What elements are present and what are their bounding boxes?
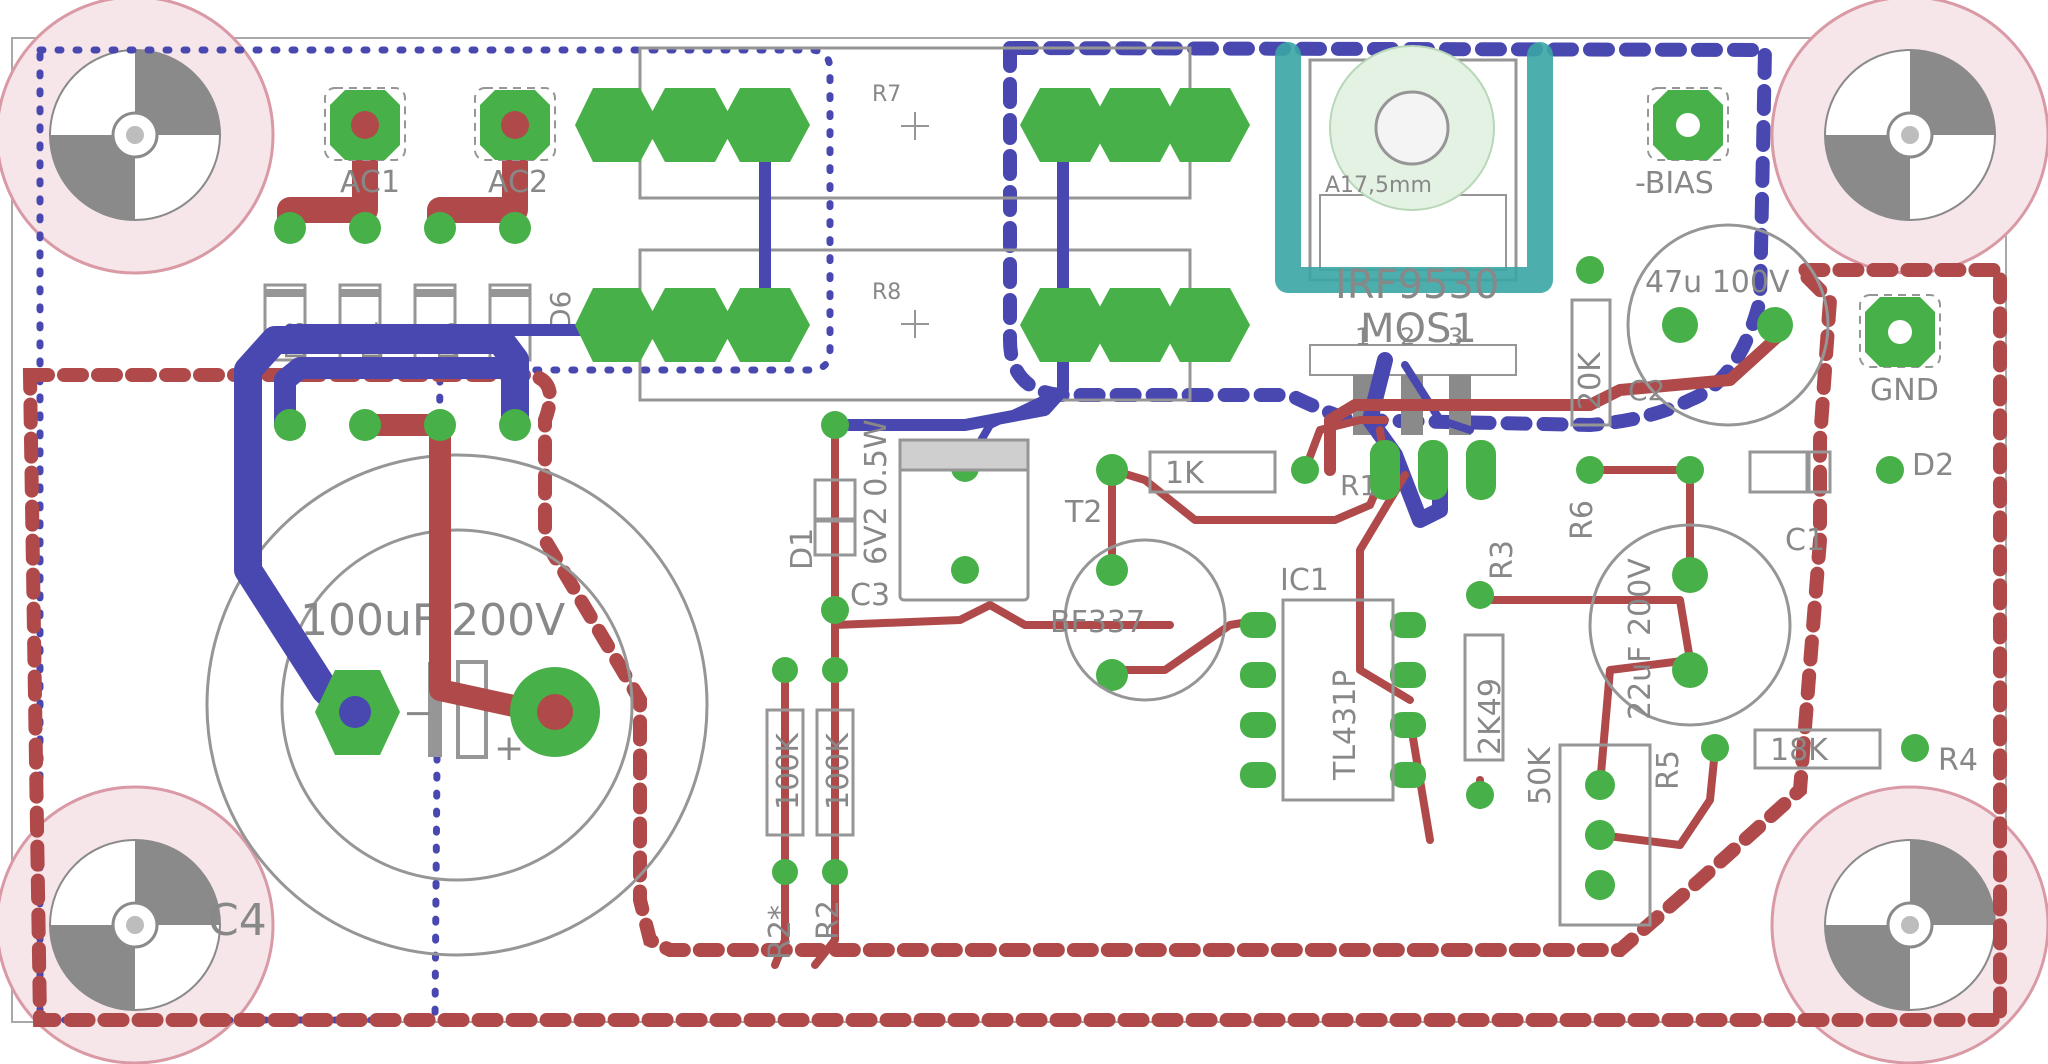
r5-value-label: 50K bbox=[1523, 746, 1558, 805]
mount-hole-bottom-right bbox=[1770, 785, 2048, 1064]
component-silkscreen bbox=[765, 223, 1882, 927]
mount-hole-top-right bbox=[1770, 0, 2048, 275]
r3-value-label: 2K49 bbox=[1473, 678, 1508, 755]
heatsink-label: A17,5mm bbox=[1325, 173, 1432, 198]
ic1-part-label: TL431P bbox=[1328, 670, 1363, 781]
r2b-value-label: 100K bbox=[821, 732, 856, 810]
d6-label: D6 bbox=[544, 291, 577, 330]
c2-label: C2 bbox=[1628, 374, 1665, 407]
r2-value-label: 100K bbox=[771, 732, 806, 810]
mount-hole-top-left bbox=[0, 0, 275, 275]
pin2-label: 2 bbox=[1400, 323, 1415, 351]
d2-label: D2 bbox=[1912, 448, 1954, 483]
r6-value-label: 20K bbox=[1573, 351, 1608, 410]
heatsink-outline bbox=[1275, 42, 1553, 293]
pin3-label: 3 bbox=[1448, 323, 1463, 351]
gnd-label: GND bbox=[1870, 373, 1939, 408]
r4-value-label: 18K bbox=[1770, 733, 1829, 768]
r5-label: R5 bbox=[1651, 750, 1686, 790]
top-copper-pour-outline bbox=[22, 263, 2007, 1027]
mount-hole-bottom-left bbox=[0, 785, 275, 1064]
d1-value-label: 6V2 0.5W bbox=[859, 419, 894, 565]
t2-part-label: BF337 bbox=[1050, 605, 1145, 640]
capacitor-c4: 100uF 200V C4 − + bbox=[205, 453, 709, 957]
r6-label: R6 bbox=[1565, 500, 1600, 540]
svg-text:−: − bbox=[403, 693, 433, 734]
r1-label: R1 bbox=[1340, 469, 1377, 502]
c1-value-label: 22uF 200V bbox=[1623, 558, 1658, 720]
c1-label: C1 bbox=[1785, 523, 1825, 558]
r2star-label: R2* bbox=[763, 905, 798, 960]
r7-label: R7 bbox=[872, 82, 901, 107]
r1-value-label: 1K bbox=[1165, 456, 1205, 491]
bottom-copper-pour-outline bbox=[36, 46, 834, 1024]
t2-label: T2 bbox=[1064, 495, 1102, 530]
r3-label: R3 bbox=[1485, 540, 1520, 580]
ac2-label: AC2 bbox=[488, 165, 548, 200]
c3-label: C3 bbox=[850, 578, 890, 613]
c2-value-label: 47u 100V bbox=[1645, 265, 1790, 300]
bias-label: -BIAS bbox=[1635, 166, 1714, 201]
mos-part-label: IRF9530 bbox=[1335, 262, 1499, 308]
pin1-label: 1 bbox=[1355, 323, 1370, 351]
ac1-label: AC1 bbox=[340, 165, 400, 200]
ic1-label: IC1 bbox=[1280, 563, 1329, 598]
r2-label: R2 bbox=[811, 900, 846, 940]
r8-label: R8 bbox=[872, 280, 901, 305]
d1-label: D1 bbox=[785, 528, 820, 570]
c4-label: C4 bbox=[208, 895, 267, 946]
r4-label: R4 bbox=[1938, 743, 1978, 778]
